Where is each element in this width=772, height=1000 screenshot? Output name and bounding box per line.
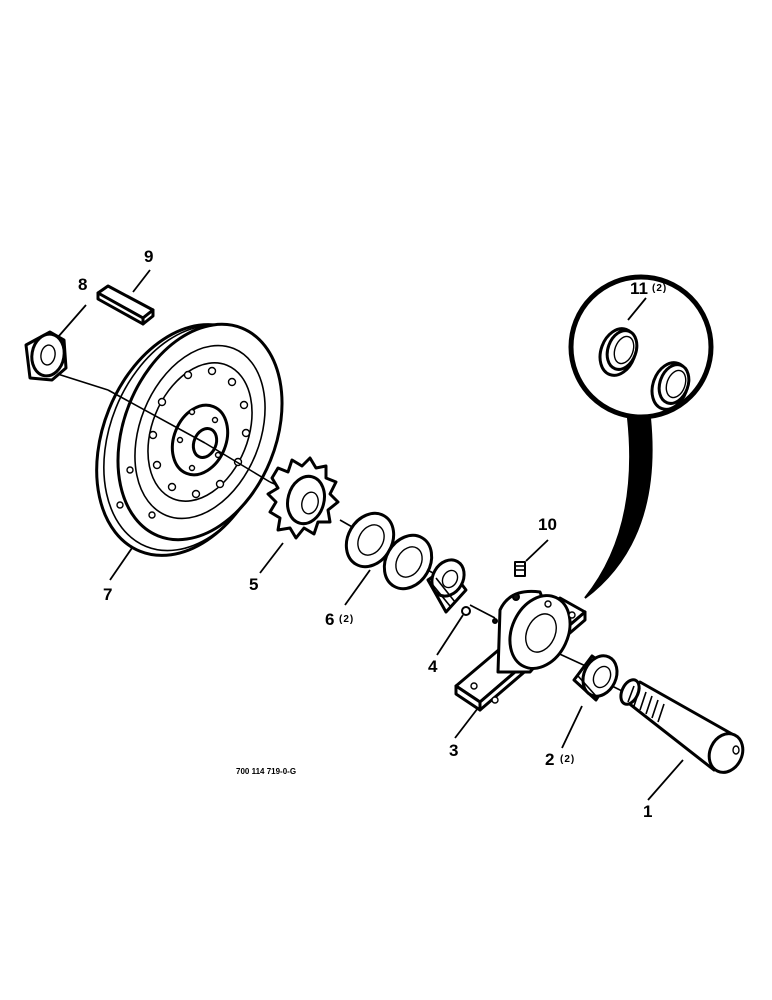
bearing-cone-left <box>426 558 468 614</box>
svg-text:9: 9 <box>144 247 153 266</box>
detail-pointer <box>584 417 653 599</box>
callout-6: 6 (2) <box>325 610 354 629</box>
set-screw <box>514 561 526 577</box>
bearing-cone-right <box>572 654 619 702</box>
bearing-housing <box>454 589 587 712</box>
grease-fitting <box>461 606 471 616</box>
callout-1: 1 <box>643 802 652 821</box>
callout-7: 7 <box>103 585 112 604</box>
svg-text:3: 3 <box>449 741 458 760</box>
callout-11: 11 (2) <box>630 279 667 298</box>
bearing-cup-b <box>650 361 691 411</box>
svg-text:2: 2 <box>545 750 554 769</box>
callout-10: 10 <box>538 515 557 534</box>
callout-3: 3 <box>449 741 458 760</box>
svg-text:5: 5 <box>249 575 258 594</box>
hub-bolt-holes <box>176 408 222 472</box>
sheave-pulley <box>95 322 284 557</box>
svg-text:6: 6 <box>325 610 334 629</box>
sheave-bolt-holes <box>116 366 251 519</box>
svg-text:(2): (2) <box>339 614 354 625</box>
bearing-cup-detail <box>568 274 714 599</box>
svg-text:7: 7 <box>103 585 112 604</box>
svg-text:1: 1 <box>643 802 652 821</box>
sprocket <box>266 456 340 540</box>
drawing-number: 700 114 719-0-G <box>236 767 296 776</box>
svg-text:8: 8 <box>78 275 87 294</box>
svg-text:4: 4 <box>428 657 438 676</box>
lock-nut <box>24 330 68 382</box>
bearing-cup-a <box>598 327 639 377</box>
callout-2: 2 (2) <box>545 750 575 769</box>
leader-lines <box>57 269 684 801</box>
spindle-shaft <box>619 678 745 774</box>
svg-text:10: 10 <box>538 515 557 534</box>
svg-text:(2): (2) <box>560 754 575 765</box>
callout-5: 5 <box>249 575 258 594</box>
shaft-key <box>96 284 155 326</box>
callout-4: 4 <box>428 657 438 676</box>
callout-9: 9 <box>144 247 153 266</box>
spacer-washer-b <box>382 533 434 591</box>
svg-text:11: 11 <box>630 279 648 298</box>
svg-text:(2): (2) <box>652 283 667 294</box>
callout-8: 8 <box>78 275 87 294</box>
